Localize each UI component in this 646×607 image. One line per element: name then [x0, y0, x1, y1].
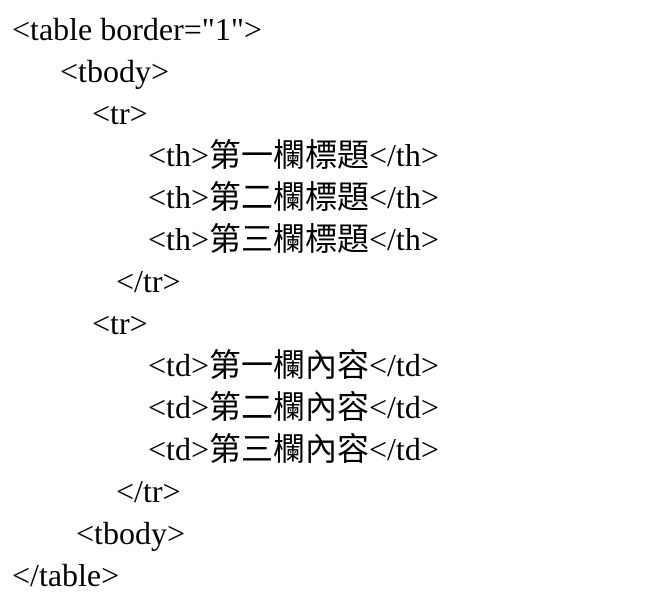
code-line-13: <tbody> [12, 515, 185, 551]
code-line-14: </table> [12, 557, 120, 593]
code-line-9: <td>第一欄內容</td> [12, 347, 439, 383]
code-line-7: </tr> [12, 263, 181, 299]
code-line-8: <tr> [12, 305, 148, 341]
code-line-1: <table border="1"> [12, 11, 262, 47]
code-line-3: <tr> [12, 95, 148, 131]
code-line-12: </tr> [12, 473, 181, 509]
code-line-10: <td>第二欄內容</td> [12, 389, 439, 425]
code-line-6: <th>第三欄標題</th> [12, 221, 439, 257]
code-line-4: <th>第一欄標題</th> [12, 137, 439, 173]
code-line-5: <th>第二欄標題</th> [12, 179, 439, 215]
code-line-11: <td>第三欄內容</td> [12, 431, 439, 467]
code-line-2: <tbody> [12, 53, 169, 89]
